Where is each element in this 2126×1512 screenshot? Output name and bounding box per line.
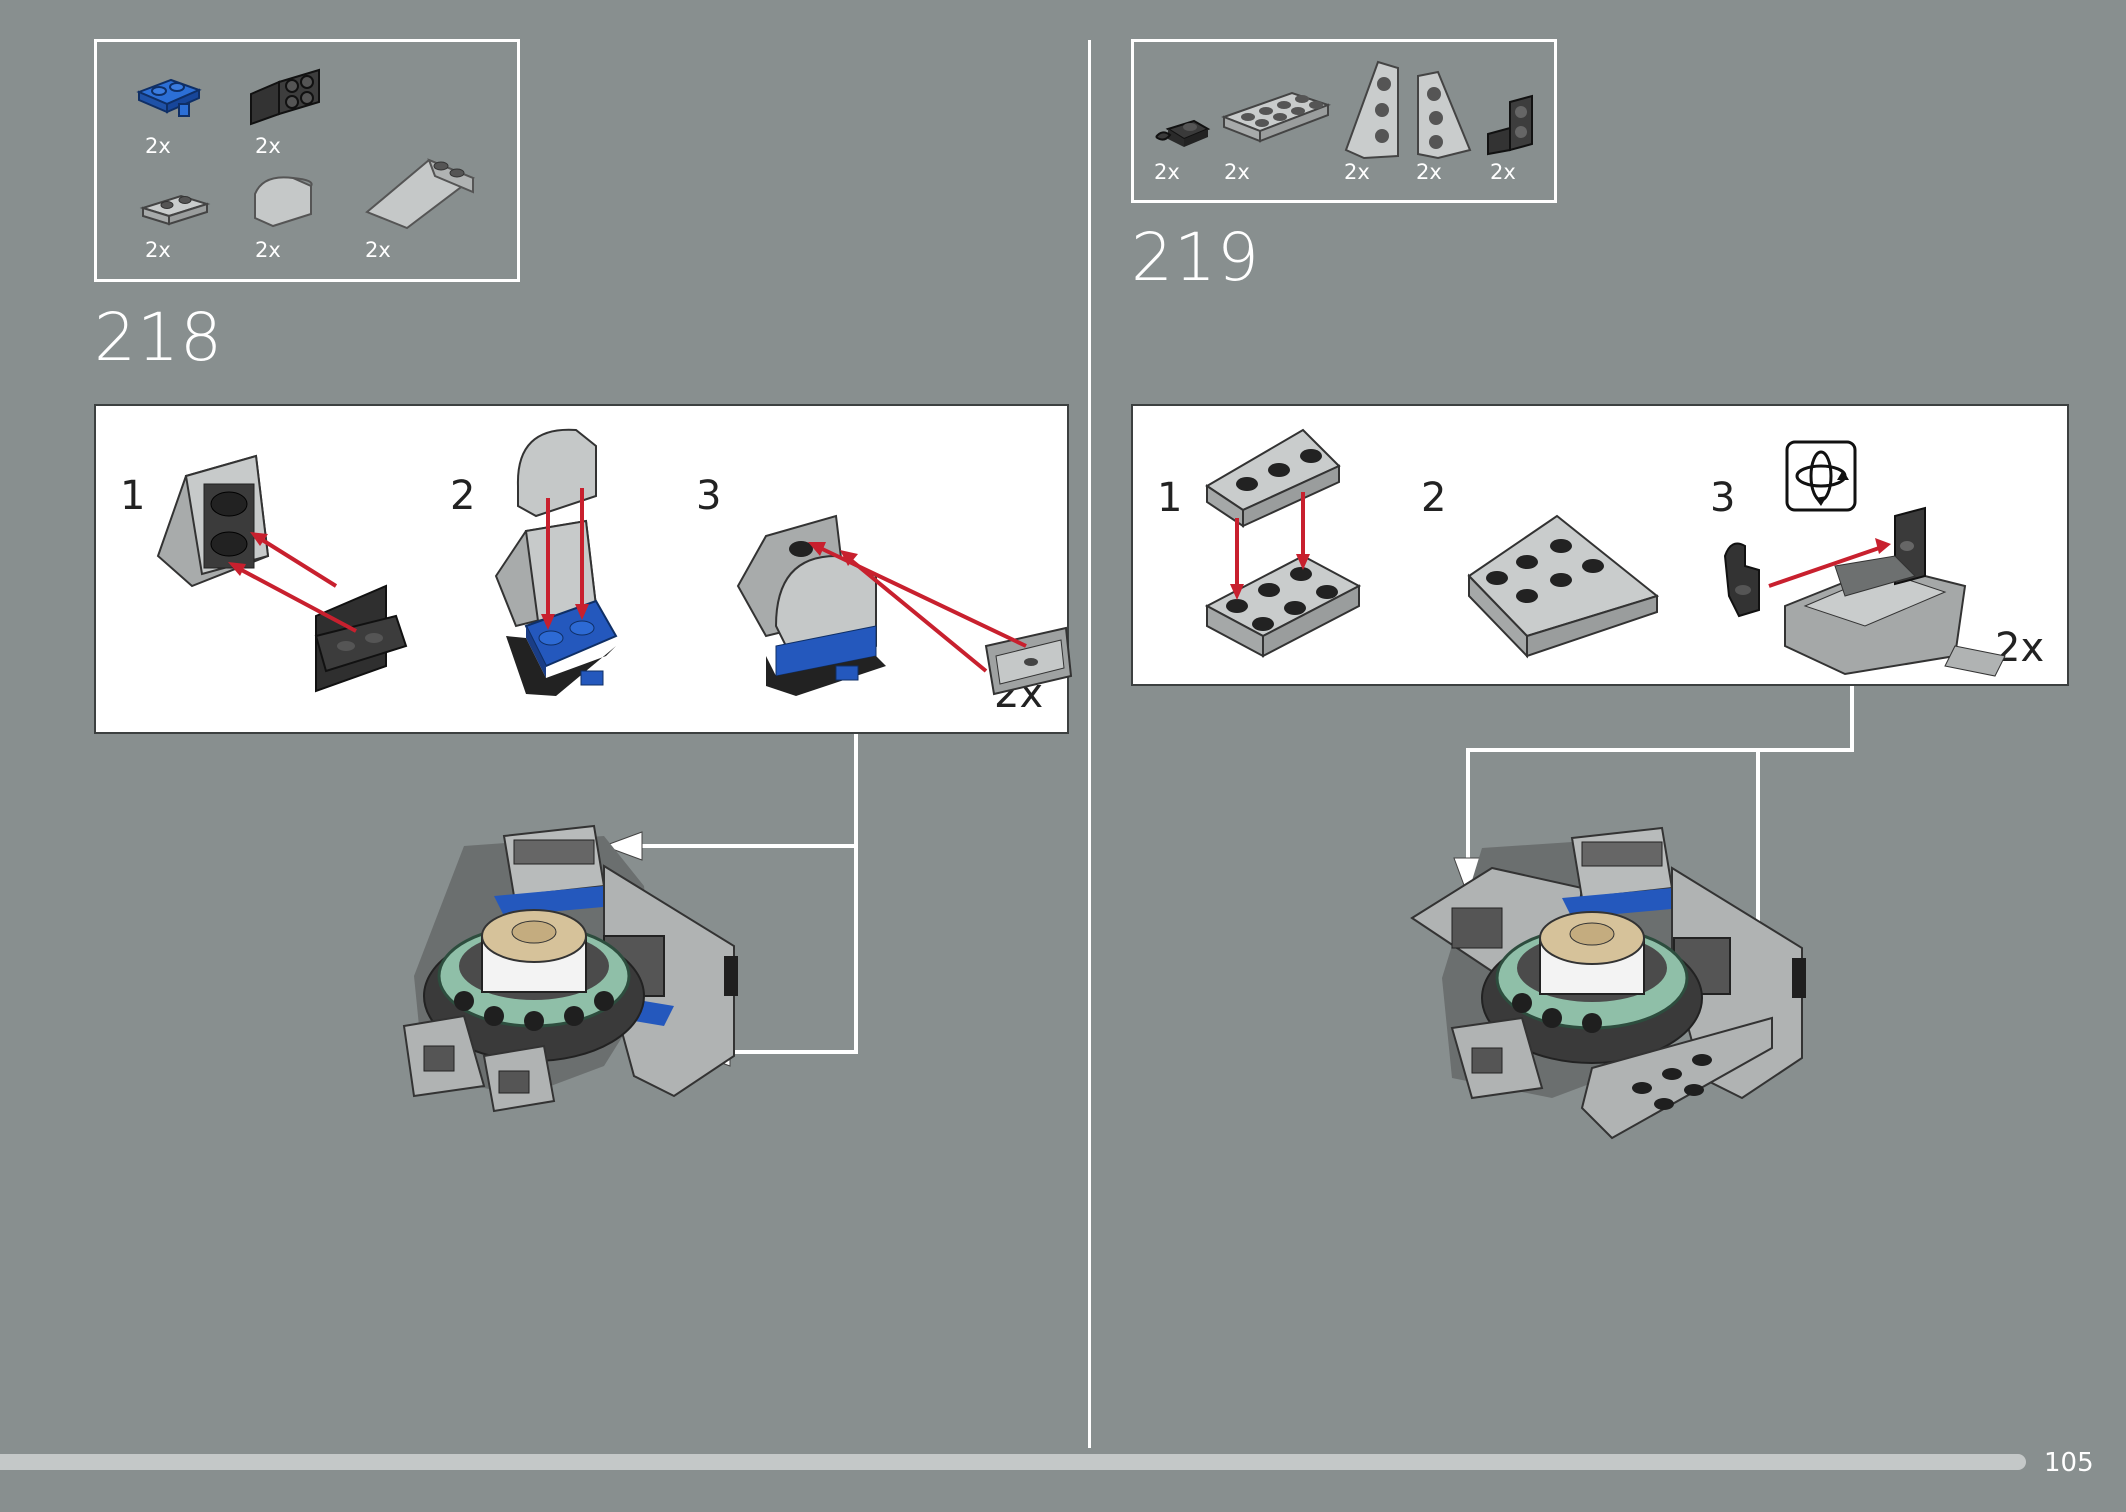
- part-qty: 2x: [365, 238, 391, 262]
- substep-number: 2: [1421, 475, 1447, 521]
- black-clip-icon: [1155, 119, 1211, 147]
- step-number-219: 219: [1131, 219, 1260, 296]
- substep3-illustration: [736, 514, 1073, 696]
- multiplier-label: 2x: [1995, 625, 2045, 671]
- rotate-model-icon: [1785, 440, 1857, 512]
- model-illustration-218: [402, 824, 738, 1113]
- blue-plate-clip-icon: [136, 78, 202, 117]
- black-bracket-icon: [250, 68, 320, 126]
- substep1-illustration: [1204, 428, 1362, 658]
- parts-list-219: 2x 2x 2x 2x 2x: [1131, 39, 1557, 203]
- grey-curved-slope-icon: [254, 176, 313, 228]
- substep1-illustration: [156, 454, 408, 693]
- grey-wedge-right-icon: [1417, 70, 1472, 160]
- parts-list-218: 2x 2x 2x 2x 2x: [94, 39, 520, 282]
- substep-number: 2: [450, 473, 476, 519]
- black-bracket-small-icon: [1487, 94, 1533, 156]
- part-qty: 2x: [1416, 160, 1442, 184]
- part-qty: 2x: [1154, 160, 1180, 184]
- part-qty: 2x: [255, 238, 281, 262]
- step-number-218: 218: [94, 299, 223, 376]
- grey-wedge-slope-icon: [365, 158, 476, 230]
- part-qty: 2x: [145, 134, 171, 158]
- substep3-illustration: [1723, 506, 2006, 677]
- substep-number: 1: [1157, 475, 1183, 521]
- grey-wedge-left-icon: [1344, 60, 1399, 160]
- substep-number: 3: [1710, 475, 1736, 521]
- substep2-illustration: [1467, 514, 1660, 659]
- substep-number: 3: [696, 473, 722, 519]
- substep2-illustration: [494, 428, 618, 696]
- page-divider: [1088, 40, 1091, 1448]
- part-qty: 2x: [145, 238, 171, 262]
- grey-plate-1x2-icon: [139, 194, 211, 226]
- part-qty: 2x: [1344, 160, 1370, 184]
- subassembly-panel-219: 1 2 3 2x: [1131, 404, 2069, 686]
- page-progress-bar: [0, 1454, 2026, 1470]
- part-qty: 2x: [255, 134, 281, 158]
- subassembly-panel-218: 1 2 3 2x: [94, 404, 1073, 734]
- part-qty: 2x: [1224, 160, 1250, 184]
- page-number: 105: [2044, 1448, 2094, 1478]
- part-qty: 2x: [1490, 160, 1516, 184]
- grey-plate-2x4-icon: [1221, 91, 1331, 143]
- substep-number: 1: [120, 473, 146, 519]
- model-illustration-219: [1410, 826, 1806, 1140]
